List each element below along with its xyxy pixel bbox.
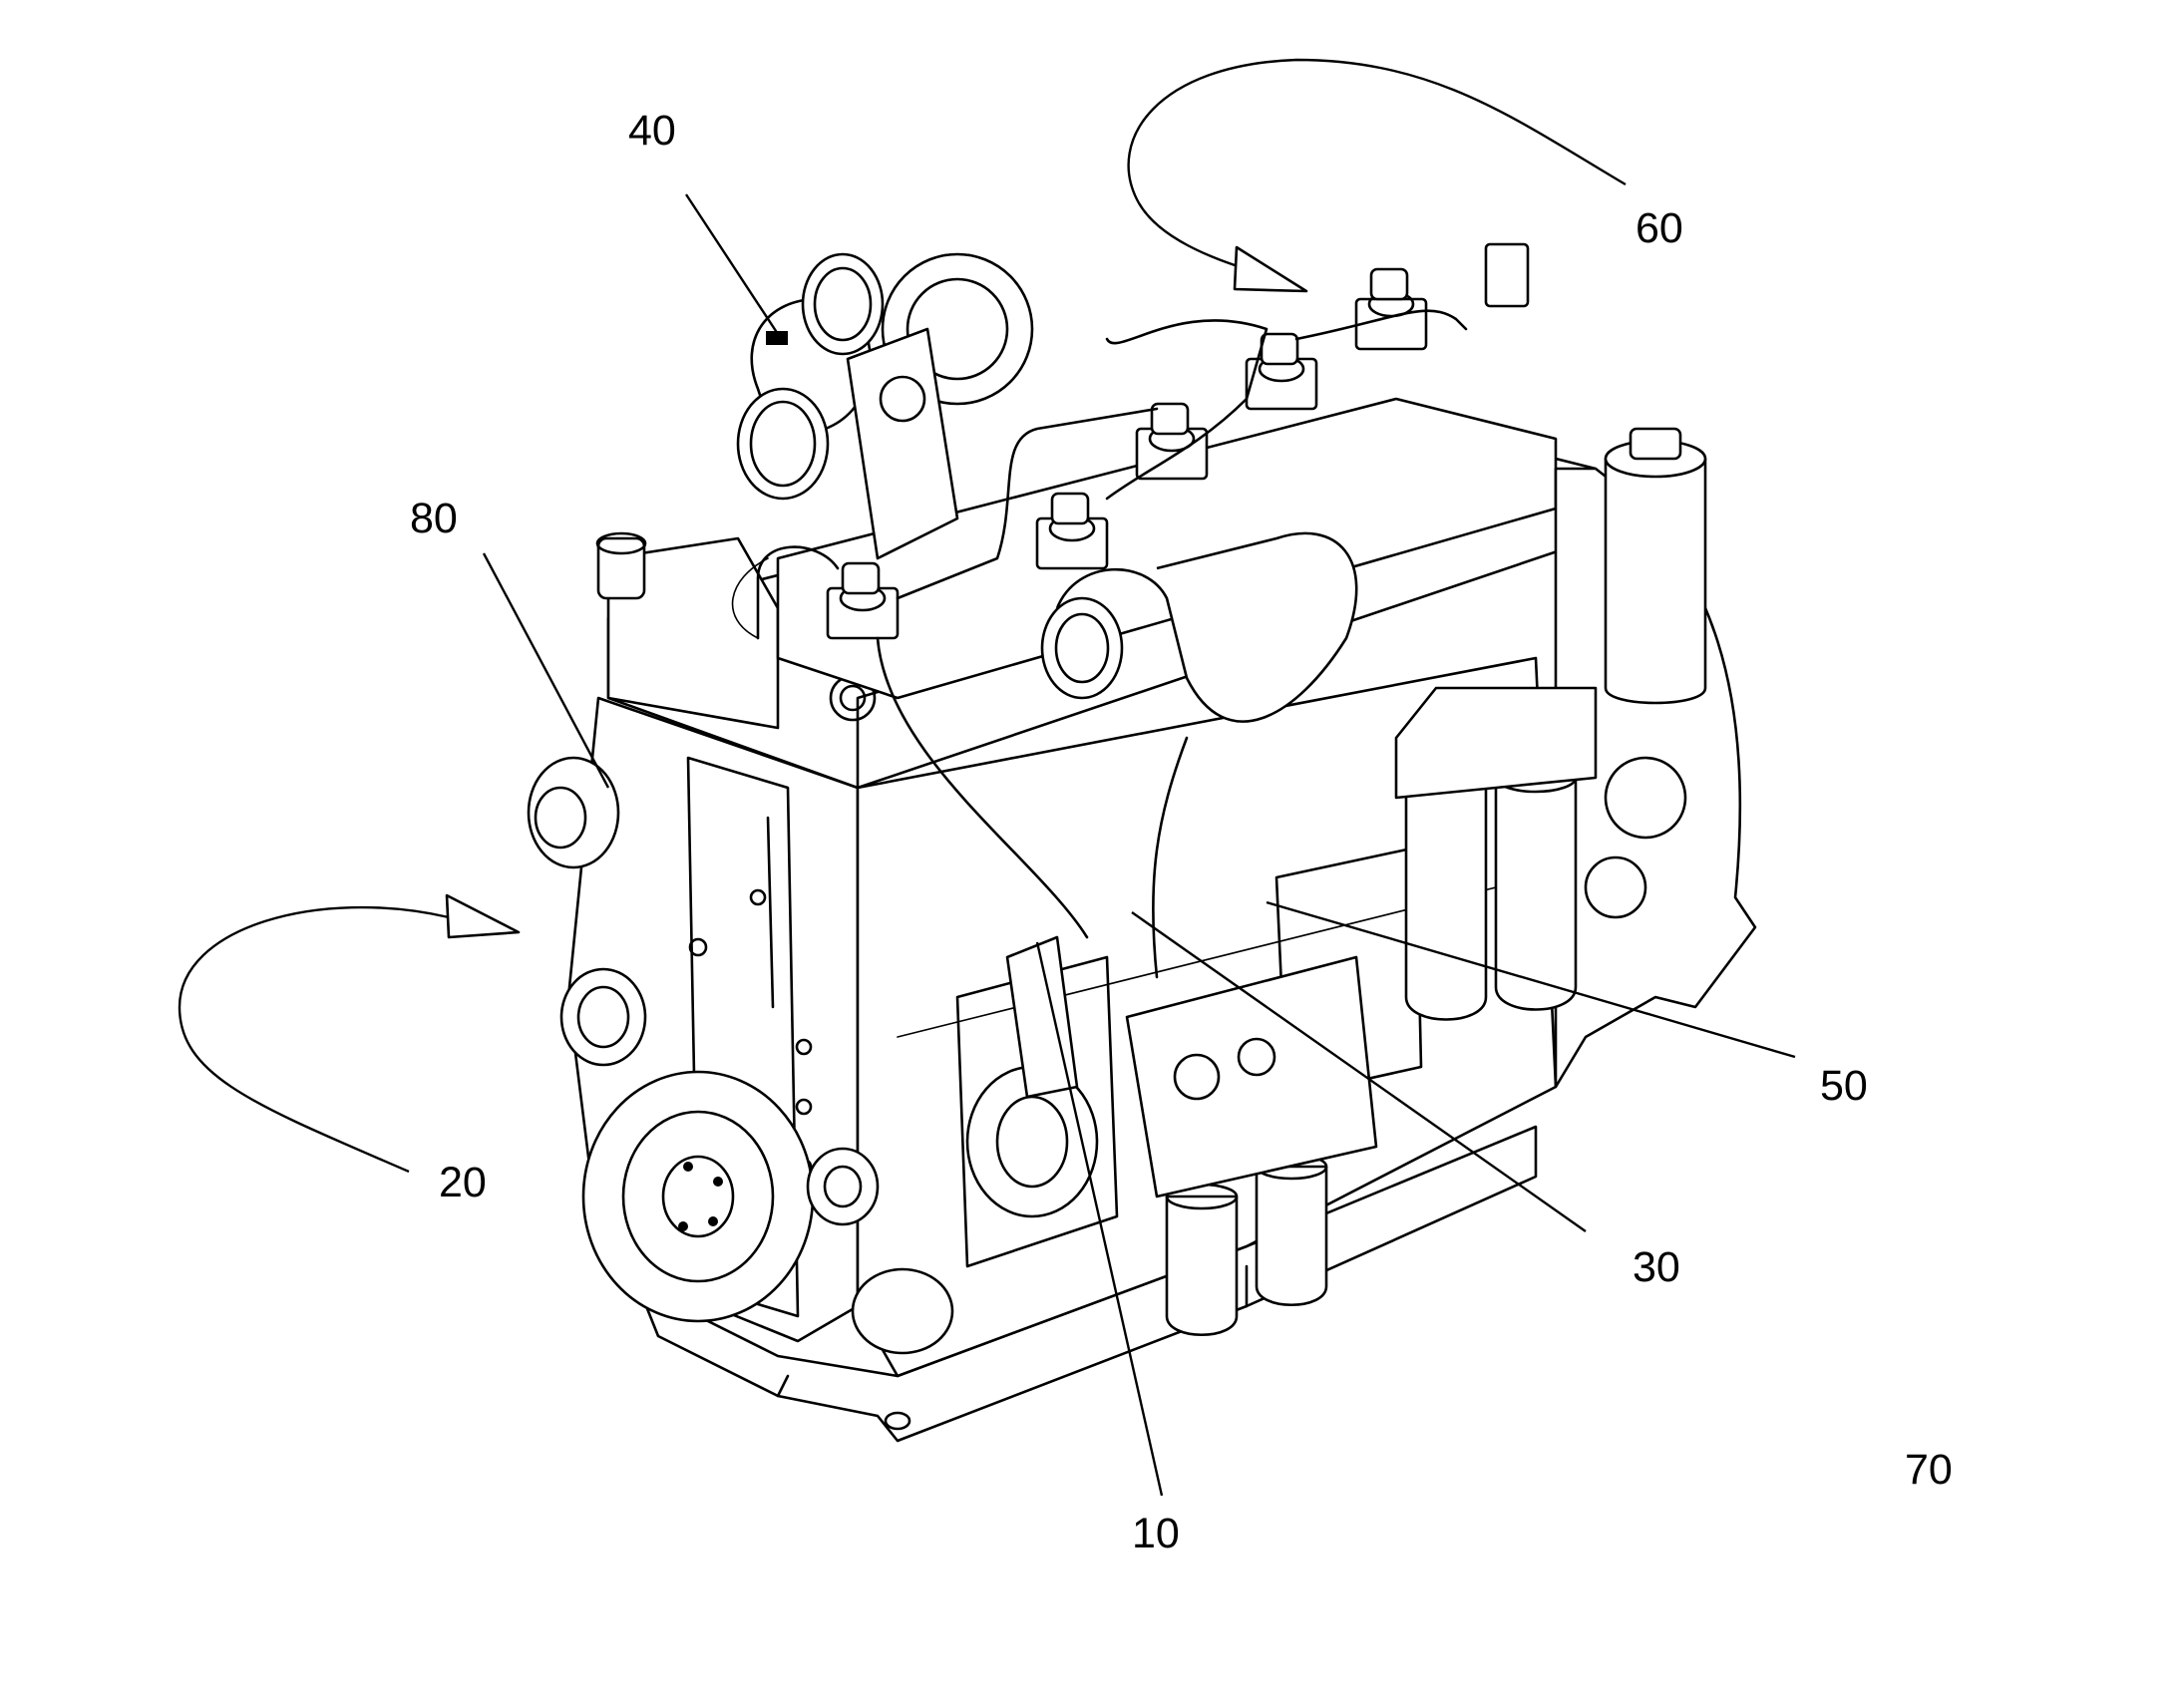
reference-labels: 40 60 80 50 20 30 70 10 [410,107,1953,1557]
turbocharger [736,252,1034,560]
ref-label-60: 60 [1635,204,1683,252]
ref-label-30: 30 [1633,1243,1680,1291]
engine-drawing [527,242,1757,1443]
flow-arrows [178,58,1627,1174]
fuel-filters-rear [1394,686,1598,1021]
leader-40 [684,193,780,335]
solenoid-block [1484,242,1530,308]
leader-50 [1266,900,1796,1059]
injector-3 [1135,402,1209,481]
leader-30 [1131,911,1587,1232]
injector-2 [1035,492,1109,570]
flow-arrow-20 [178,893,521,1174]
ref-label-50: 50 [1820,1062,1868,1110]
leader-80 [482,552,610,789]
injector-1 [826,561,900,640]
injector-5 [1354,267,1428,351]
flow-arrow-60 [1127,58,1627,293]
intake-elbow [1040,531,1358,723]
leader-lines [482,193,1796,1497]
ref-label-40: 40 [628,107,676,155]
ref-label-80: 80 [410,495,458,542]
injector-row [731,242,1558,979]
leader-10 [1035,941,1164,1497]
injector-4 [1245,332,1318,411]
ref-label-10: 10 [1132,1510,1180,1557]
front-accessories [527,756,1099,1355]
ref-label-70: 70 [1905,1446,1953,1494]
ref-label-20: 20 [439,1159,487,1206]
oil-fill-cap [595,531,647,600]
accumulator [1604,427,1707,705]
fuel-filters-front [1125,955,1378,1336]
